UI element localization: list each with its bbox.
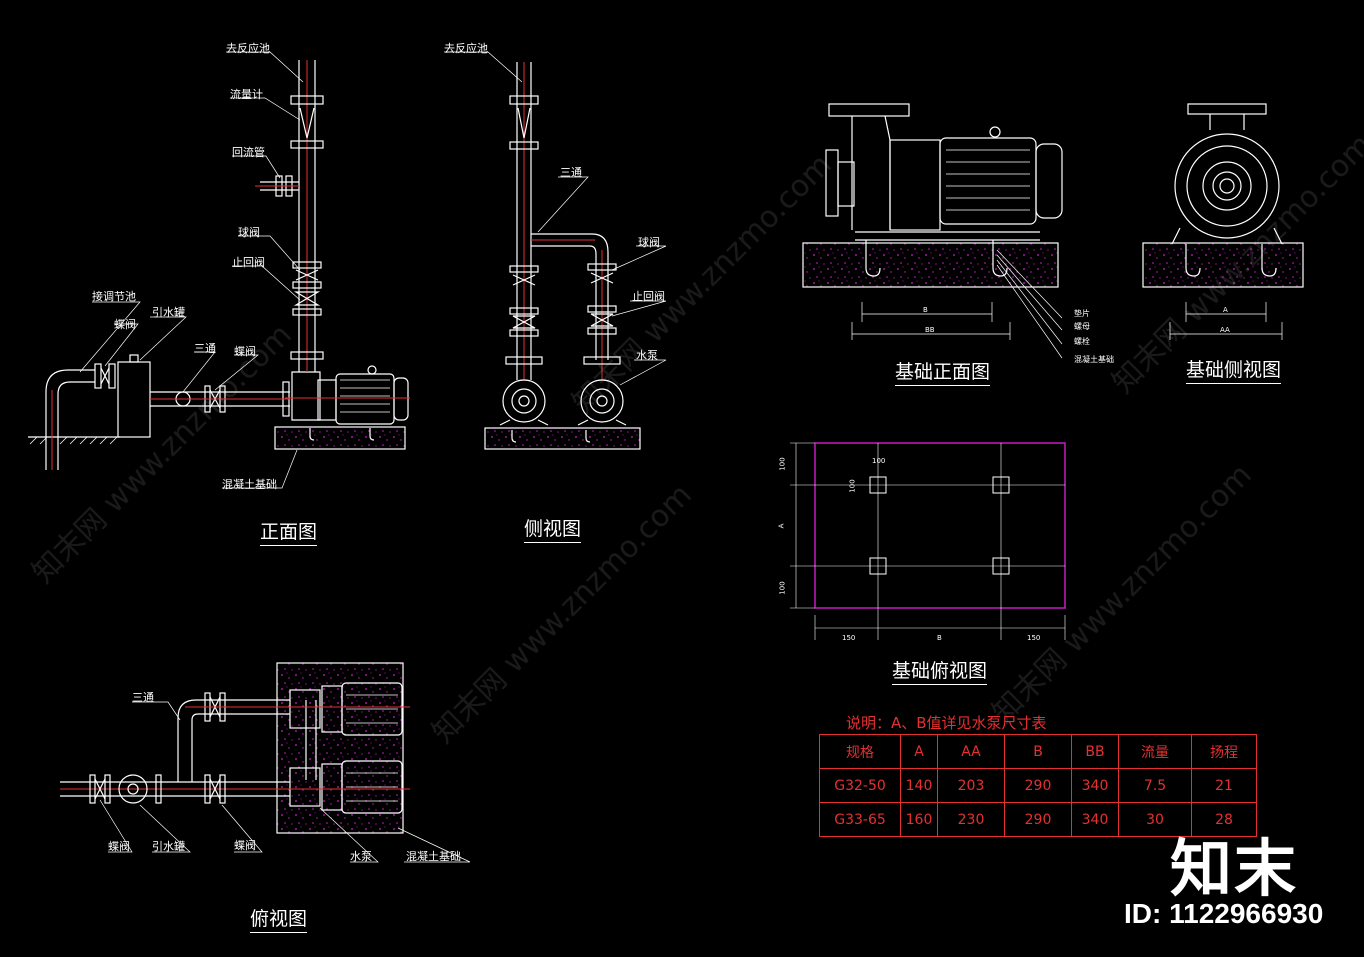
spec-table-header-row: 规格 A AA B BB 流量 扬程 bbox=[819, 734, 1257, 769]
spec-cell: 21 bbox=[1191, 768, 1257, 803]
spec-table-row: G33-65 160 230 290 340 30 28 bbox=[819, 802, 1257, 837]
base-side-drawing bbox=[1142, 103, 1304, 340]
label-ball-valve: 球阀 bbox=[238, 226, 260, 239]
base-plan-title: 基础俯视图 bbox=[892, 656, 988, 685]
side-label-check-valve: 止回阀 bbox=[632, 290, 665, 303]
spec-table-row: G32-50 140 203 290 340 7.5 21 bbox=[819, 768, 1257, 803]
spec-header-cell: BB bbox=[1071, 734, 1119, 769]
top-label-tee: 三通 bbox=[132, 691, 154, 704]
spec-header-cell: A bbox=[900, 734, 938, 769]
side-view-title: 侧视图 bbox=[524, 514, 582, 543]
base-front-dim-bb: BB bbox=[925, 326, 935, 334]
side-label-to-reaction-tank: 去反应池 bbox=[444, 42, 488, 55]
plan-dim-left-150: 150 bbox=[842, 634, 856, 642]
plan-dim-b: B bbox=[937, 634, 942, 642]
spec-cell: 230 bbox=[937, 802, 1005, 837]
watermark-logo: 知末 bbox=[1170, 832, 1299, 905]
label-concrete-base: 混凝土基础 bbox=[222, 478, 277, 491]
top-label-butterfly-valve-right: 蝶阀 bbox=[234, 839, 256, 852]
front-view-title: 正面图 bbox=[260, 517, 318, 546]
spec-header-cell: B bbox=[1004, 734, 1072, 769]
side-label-ball-valve: 球阀 bbox=[638, 236, 660, 249]
label-bolt: 螺栓 bbox=[1074, 337, 1090, 346]
label-washer: 垫片 bbox=[1074, 309, 1090, 318]
spec-cell: 290 bbox=[1004, 768, 1072, 803]
base-side-dim-a: A bbox=[1223, 306, 1228, 314]
spec-cell: 290 bbox=[1004, 802, 1072, 837]
plan-dim-top-100: 100 bbox=[778, 457, 787, 471]
spec-cell: G33-65 bbox=[819, 802, 901, 837]
top-label-pump: 水泵 bbox=[350, 850, 372, 863]
top-label-concrete-base: 混凝土基础 bbox=[406, 850, 461, 863]
side-label-tee: 三通 bbox=[560, 166, 582, 179]
label-check-valve: 止回阀 bbox=[232, 256, 265, 269]
label-butterfly-valve-1: 蝶阀 bbox=[114, 318, 136, 331]
label-regulating-tank: 接调节池 bbox=[92, 290, 136, 303]
spec-cell: G32-50 bbox=[819, 768, 901, 803]
spec-header-cell: AA bbox=[937, 734, 1005, 769]
spec-cell: 28 bbox=[1191, 802, 1257, 837]
top-label-priming-tank: 引水罐 bbox=[152, 840, 185, 853]
base-front-drawing bbox=[802, 103, 1063, 359]
label-butterfly-valve-2: 蝶阀 bbox=[234, 345, 256, 358]
side-view-drawing bbox=[444, 51, 667, 450]
spec-cell: 203 bbox=[937, 768, 1005, 803]
front-view-drawing bbox=[28, 51, 410, 489]
base-side-dim-aa: AA bbox=[1220, 326, 1230, 334]
base-side-title: 基础侧视图 bbox=[1186, 355, 1282, 384]
plan-dim-bottom-100: 100 bbox=[778, 581, 787, 595]
label-return-pipe: 回流管 bbox=[232, 146, 265, 159]
label-nut: 螺母 bbox=[1074, 322, 1090, 331]
plan-dim-right-150: 150 bbox=[1027, 634, 1041, 642]
spec-table: 规格 A AA B BB 流量 扬程 G32-50 140 203 290 34… bbox=[819, 734, 1257, 837]
label-flow-meter: 流量计 bbox=[230, 88, 263, 101]
plan-dim-a: A bbox=[777, 523, 786, 529]
spec-cell: 160 bbox=[900, 802, 938, 837]
spec-cell: 340 bbox=[1071, 768, 1119, 803]
top-label-butterfly-valve-left: 蝶阀 bbox=[108, 840, 130, 853]
base-plan-drawing bbox=[790, 442, 1066, 640]
label-priming-tank: 引水罐 bbox=[152, 306, 185, 319]
spec-cell: 30 bbox=[1118, 802, 1192, 837]
base-front-dim-b: B bbox=[923, 306, 928, 314]
watermark-id: ID: 1122966930 bbox=[1124, 898, 1324, 929]
plan-dim-hole-w: 100 bbox=[872, 457, 886, 465]
plan-dim-hole-h: 100 bbox=[848, 479, 857, 493]
spec-cell: 340 bbox=[1071, 802, 1119, 837]
spec-cell: 140 bbox=[900, 768, 938, 803]
side-label-pump: 水泵 bbox=[636, 349, 658, 362]
top-view-drawing bbox=[60, 662, 471, 863]
base-front-title: 基础正面图 bbox=[895, 357, 991, 386]
label-to-reaction-tank: 去反应池 bbox=[226, 42, 270, 55]
spec-table-note: 说明：A、B值详见水泵尺寸表 bbox=[846, 714, 1047, 732]
spec-cell: 7.5 bbox=[1118, 768, 1192, 803]
label-tee: 三通 bbox=[194, 342, 216, 355]
spec-header-cell: 规格 bbox=[819, 734, 901, 769]
top-view-title: 俯视图 bbox=[250, 904, 308, 933]
spec-header-cell: 流量 bbox=[1118, 734, 1192, 769]
label-base-concrete: 混凝土基础 bbox=[1074, 355, 1114, 364]
spec-header-cell: 扬程 bbox=[1191, 734, 1257, 769]
